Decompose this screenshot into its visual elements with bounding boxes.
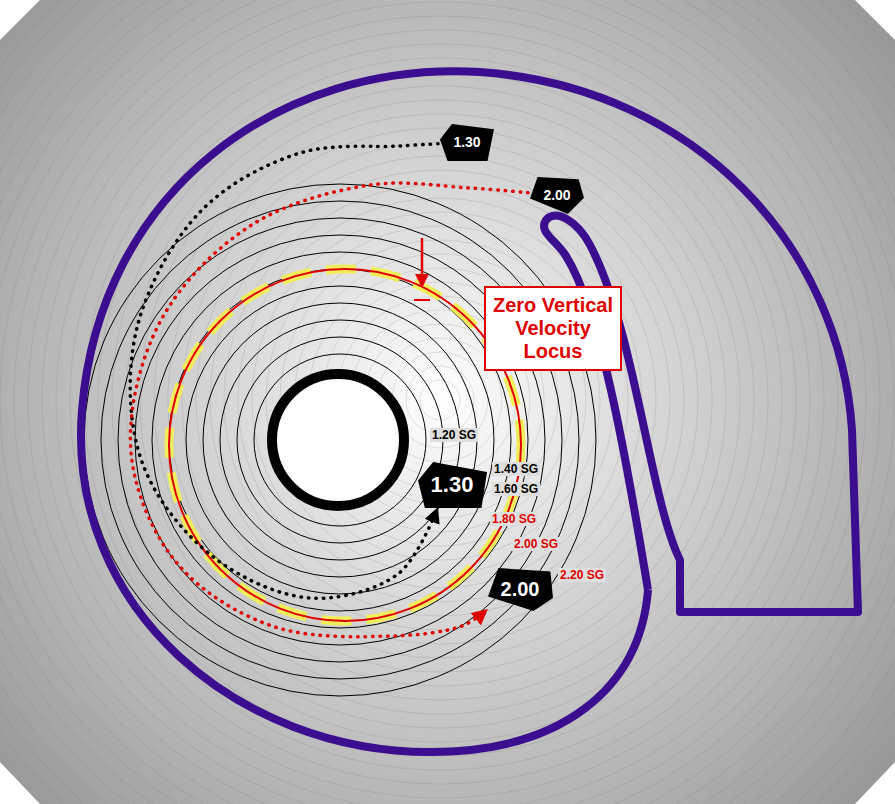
flow-circle	[220, 320, 460, 560]
volute-wall	[81, 71, 858, 752]
leader-tick	[414, 299, 430, 301]
density-value: 2.00	[543, 187, 570, 203]
texture-line	[56, 16, 824, 784]
flow-circles	[84, 184, 596, 696]
texture-line	[238, 198, 642, 602]
texture-line	[42, 2, 838, 798]
density-value: 1.30	[431, 472, 474, 497]
callout-box: Zero Vertical Velocity Locus	[484, 286, 622, 371]
flow-circle	[84, 184, 596, 696]
density-marker: 2.00	[488, 568, 553, 611]
flow-circle	[152, 252, 528, 628]
density-label: 1.40 SG	[492, 462, 540, 476]
flow-circle	[254, 354, 426, 526]
pentagon-fill	[418, 462, 487, 508]
texture-line	[182, 142, 698, 658]
leader-arrowhead	[415, 274, 429, 288]
density-label: 1.20 SG	[430, 428, 478, 442]
pentagon-fill	[440, 124, 494, 161]
density-marker: 1.30	[440, 124, 494, 161]
pentagon-fill	[488, 568, 553, 611]
texture-line	[14, 0, 866, 804]
texture-line	[84, 44, 796, 756]
density-label: 2.00 SG	[512, 537, 560, 551]
density-value: 2.00	[501, 578, 540, 601]
texture-line	[28, 0, 852, 804]
texture-line	[210, 170, 670, 630]
particle-trajectory	[130, 183, 528, 637]
callout-text: Zero Vertical Velocity Locus	[490, 294, 616, 363]
zero-velocity-circle	[169, 269, 521, 621]
zero-velocity-dashed-circle	[169, 269, 521, 621]
pentagon-fill	[530, 177, 584, 214]
flow-circle	[101, 201, 579, 679]
density-marker: 2.00	[530, 177, 584, 214]
texture-line	[140, 100, 740, 700]
vortex-finder	[272, 374, 404, 506]
flow-circle	[237, 337, 443, 543]
density-label: 1.80 SG	[490, 512, 538, 526]
flow-circle	[186, 286, 494, 594]
density-label: 1.60 SG	[492, 482, 540, 496]
texture-line	[112, 72, 768, 728]
particle-trajectory	[130, 144, 438, 599]
texture-line	[126, 86, 754, 714]
density-label: 2.20 SG	[558, 568, 606, 582]
leader-line	[421, 238, 424, 278]
texture-line	[168, 128, 712, 672]
density-value: 1.30	[453, 134, 480, 150]
texture-line	[266, 226, 614, 574]
density-marker: 1.30	[418, 462, 487, 508]
